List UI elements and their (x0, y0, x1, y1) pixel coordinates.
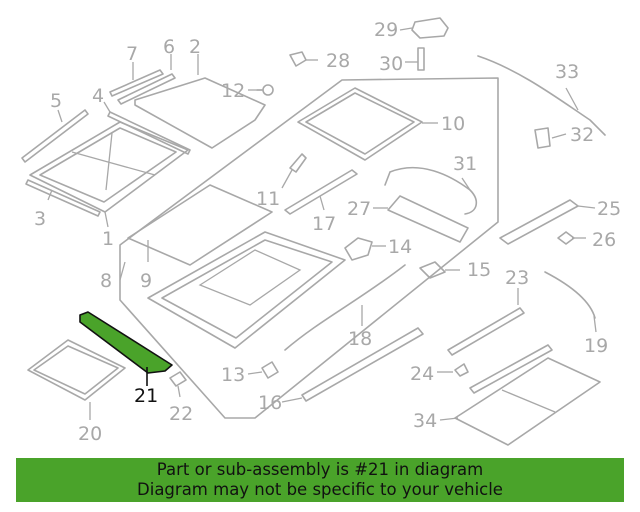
callout-4: 4 (92, 85, 104, 107)
part-4-strip (107, 111, 191, 155)
parts-diagram: 1 2 3 4 5 6 7 8 9 10 11 12 13 14 15 16 1… (21, 17, 621, 446)
part-21-highlighted[interactable] (79, 311, 173, 374)
part-5-strip (21, 109, 89, 163)
info-banner: Part or sub-assembly is #21 in diagram D… (16, 458, 624, 502)
part-25-strip (499, 199, 579, 245)
callout-2: 2 (189, 36, 201, 58)
part-18-rail (284, 264, 406, 351)
callout-34: 34 (413, 410, 437, 432)
callout-19: 19 (584, 335, 608, 357)
callout-17: 17 (312, 213, 336, 235)
callout-26: 26 (592, 229, 616, 251)
callout-30: 30 (379, 53, 403, 75)
part-11-bracket (289, 153, 307, 173)
callout-7: 7 (126, 43, 138, 65)
part-6-strip (117, 73, 176, 105)
part-17-strip (284, 169, 358, 215)
callout-31: 31 (453, 153, 477, 175)
part-23-strip (447, 307, 525, 356)
sunroof-frame (147, 231, 346, 349)
callout-24: 24 (410, 363, 434, 385)
part-24-clip (454, 363, 469, 377)
callout-10: 10 (441, 113, 465, 135)
callout-16: 16 (258, 392, 282, 414)
callout-28: 28 (326, 50, 350, 72)
part-28-clip (289, 51, 307, 67)
part-26-clip (557, 231, 575, 245)
part-16-rail (301, 327, 424, 402)
callout-15: 15 (467, 259, 491, 281)
callout-33: 33 (555, 61, 579, 83)
part-3-strip (25, 179, 101, 217)
callout-29: 29 (374, 19, 398, 41)
callout-25: 25 (597, 198, 621, 220)
callout-6: 6 (163, 36, 175, 58)
callout-12: 12 (221, 80, 245, 102)
part-32-bracket (534, 127, 551, 149)
part-22-clip (169, 371, 187, 387)
part-30-screw (417, 47, 425, 71)
callout-23: 23 (505, 267, 529, 289)
leader-lines (47, 27, 597, 421)
part-34-shade (454, 344, 601, 446)
banner-line-1: Part or sub-assembly is #21 in diagram (156, 460, 484, 479)
part-7-strip (109, 69, 164, 97)
part-2-panel (134, 77, 266, 149)
part-33-cable (477, 55, 606, 136)
callout-13: 13 (221, 364, 245, 386)
part-1-glass (29, 121, 189, 213)
callout-5: 5 (50, 90, 62, 112)
banner-line-2: Diagram may not be specific to your vehi… (137, 480, 503, 499)
callout-22: 22 (169, 403, 193, 425)
callout-18: 18 (348, 328, 372, 350)
part-29-motor (411, 17, 449, 39)
part-15-bracket (419, 261, 446, 279)
callout-27: 27 (347, 198, 371, 220)
part-13-clip (261, 361, 279, 379)
part-9-deflector (127, 184, 273, 266)
callout-21: 21 (134, 385, 158, 407)
callout-labels: 1 2 3 4 5 6 7 8 9 10 11 12 13 14 15 16 1… (34, 19, 621, 445)
assembly-outline (119, 77, 499, 419)
callout-9: 9 (140, 270, 152, 292)
part-20-frame (27, 339, 126, 401)
callout-3: 3 (34, 208, 46, 230)
callout-20: 20 (78, 423, 102, 445)
part-10-frame (297, 87, 423, 161)
part-27-plate (387, 195, 469, 243)
part-19-seal (544, 271, 596, 319)
callout-11: 11 (256, 188, 280, 210)
callout-14: 14 (388, 236, 412, 258)
callout-32: 32 (570, 124, 594, 146)
callout-8: 8 (100, 270, 112, 292)
part-14-motor (344, 237, 373, 261)
callout-1: 1 (102, 228, 114, 250)
